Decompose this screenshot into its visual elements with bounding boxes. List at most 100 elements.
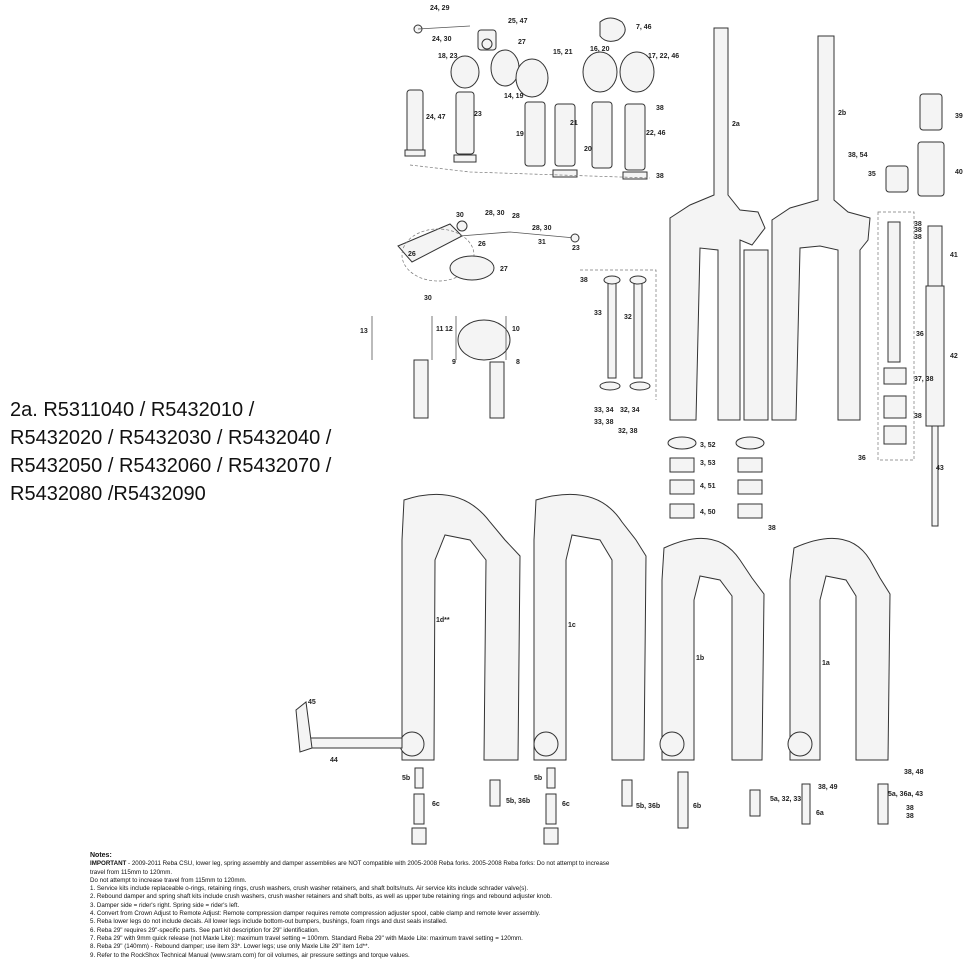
callout-label: 40 — [955, 169, 963, 176]
callout-label: 38 — [914, 221, 922, 228]
callout-label: 21 — [570, 120, 578, 127]
callout-label: 33, 34 — [594, 407, 614, 414]
callout-label: 1a — [822, 660, 830, 667]
spool-part — [490, 49, 520, 87]
crown-knob-part — [582, 51, 618, 93]
callout-label: 5b — [402, 775, 410, 782]
notes-heading: Notes: — [90, 852, 112, 859]
callout-label: 24, 29 — [430, 5, 450, 12]
callout-label: 45 — [308, 699, 316, 706]
callout-label: 38, 49 — [818, 784, 838, 791]
callout-label: 5b, 36b — [636, 803, 660, 810]
notes-line: 5. Reba lower legs do not include decals… — [90, 918, 448, 926]
callout-label: 38 — [914, 413, 922, 420]
callout-label: 23 — [572, 245, 580, 252]
lower-leg-1c — [533, 493, 647, 761]
air-spring-parts — [877, 93, 945, 527]
callout-label: 28, 30 — [532, 225, 552, 232]
callout-label: 4, 51 — [700, 483, 716, 490]
title-line: R5432020 / R5432030 / R5432040 / — [10, 427, 332, 449]
damper-cartridge-part — [404, 89, 648, 180]
callout-label: 6c — [432, 801, 440, 808]
callout-label: 2b — [838, 110, 846, 117]
notes-line: 9. Refer to the RockShox Technical Manua… — [90, 951, 410, 959]
callout-label: 1c — [568, 622, 576, 629]
title-line: 2a. R5311040 / R5432010 / — [10, 399, 255, 421]
callout-label: 24, 30 — [432, 36, 452, 43]
callout-label: 10 — [512, 326, 520, 333]
callout-label: 18, 23 — [438, 53, 458, 60]
callout-label: 38 — [580, 277, 588, 284]
callout-label: 36 — [916, 331, 924, 338]
callout-label: 31 — [538, 239, 546, 246]
damper-assemblies-group — [404, 17, 655, 180]
callout-label: 38 — [914, 234, 922, 241]
callout-label: 11 — [436, 326, 444, 333]
callout-label: 38 — [906, 813, 914, 820]
callout-label: 6b — [693, 803, 701, 810]
callout-label: 9 — [452, 359, 456, 366]
callout-label: 38 — [914, 227, 922, 234]
callout-label: 35 — [868, 171, 876, 178]
notes-line: Do not attempt to increase travel from 1… — [90, 876, 247, 884]
remote-adjust-group — [397, 220, 580, 282]
callout-label: 3, 52 — [700, 442, 716, 449]
callout-label: 33 — [594, 310, 602, 317]
callout-label: 39 — [955, 113, 963, 120]
callout-label: 1d** — [436, 617, 450, 624]
callout-label: 32, 34 — [620, 407, 640, 414]
callout-label: 32 — [624, 314, 632, 321]
title-line: R5432050 / R5432060 / R5432070 / — [10, 455, 332, 477]
callout-label: 44 — [330, 757, 338, 764]
callout-label: 19 — [516, 131, 524, 138]
model-numbers-title: 2a. R5311040 / R5432010 / R5432020 / R54… — [10, 396, 430, 508]
lower-leg-1d — [399, 493, 521, 761]
notes-line: 8. Reba 29" (140mm) - Rebound damper; us… — [90, 943, 370, 951]
callout-label: 12 — [445, 326, 453, 333]
crown-steerer-2b — [771, 35, 871, 421]
crown-steerer-2a — [669, 27, 769, 421]
notes-line: 6. Reba 29" requires 29"-specific parts.… — [90, 926, 320, 934]
callout-label: 5a, 32, 33 — [770, 796, 801, 803]
lower-leg-1b — [659, 537, 765, 761]
lockout-knob-part — [599, 17, 626, 42]
notes-line: travel from 115mm to 120mm. — [90, 868, 173, 876]
callout-label: 14, 19 — [504, 93, 524, 100]
callout-label: 30 — [456, 212, 464, 219]
callout-label: 5b — [534, 775, 542, 782]
callout-label: 32, 38 — [618, 428, 638, 435]
callout-label: 15, 21 — [553, 49, 573, 56]
callout-label: 25, 47 — [508, 18, 528, 25]
compression-damper-parts — [371, 316, 511, 419]
callout-label: 23 — [474, 111, 482, 118]
callout-label: 16, 20 — [590, 46, 610, 53]
callout-label: 17, 22, 46 — [648, 53, 679, 60]
callout-label: 22, 46 — [646, 130, 666, 137]
callout-label: 33, 38 — [594, 419, 614, 426]
callout-label: 1b — [696, 655, 704, 662]
callout-label: 6a — [816, 810, 824, 817]
callout-label: 43 — [936, 465, 944, 472]
callout-label: 27 — [518, 39, 526, 46]
callout-label: 8 — [516, 359, 520, 366]
callout-label: 5b, 36b — [506, 798, 530, 805]
callout-label: 38, 48 — [904, 769, 924, 776]
callout-label: 27 — [500, 266, 508, 273]
shafts-and-bushings — [580, 269, 765, 519]
title-line: R5432080 /R5432090 — [10, 483, 206, 505]
crown-knob-part — [515, 58, 549, 98]
callout-label: 26 — [478, 241, 486, 248]
callout-label: 6c — [562, 801, 570, 808]
callout-label: 38 — [906, 805, 914, 812]
callout-label: 30 — [424, 295, 432, 302]
callout-label: 38 — [656, 173, 664, 180]
notes-section: Notes: IMPORTANT - 2009-2011 Reba CSU, l… — [90, 852, 950, 960]
callout-label: 41 — [950, 252, 958, 259]
lower-shaft-parts — [411, 767, 889, 845]
maxle-axle — [295, 701, 403, 753]
important-label: IMPORTANT — [90, 860, 127, 868]
callout-label: 26 — [408, 251, 416, 258]
notes-line: 3. Damper side = rider's right. Spring s… — [90, 901, 240, 909]
